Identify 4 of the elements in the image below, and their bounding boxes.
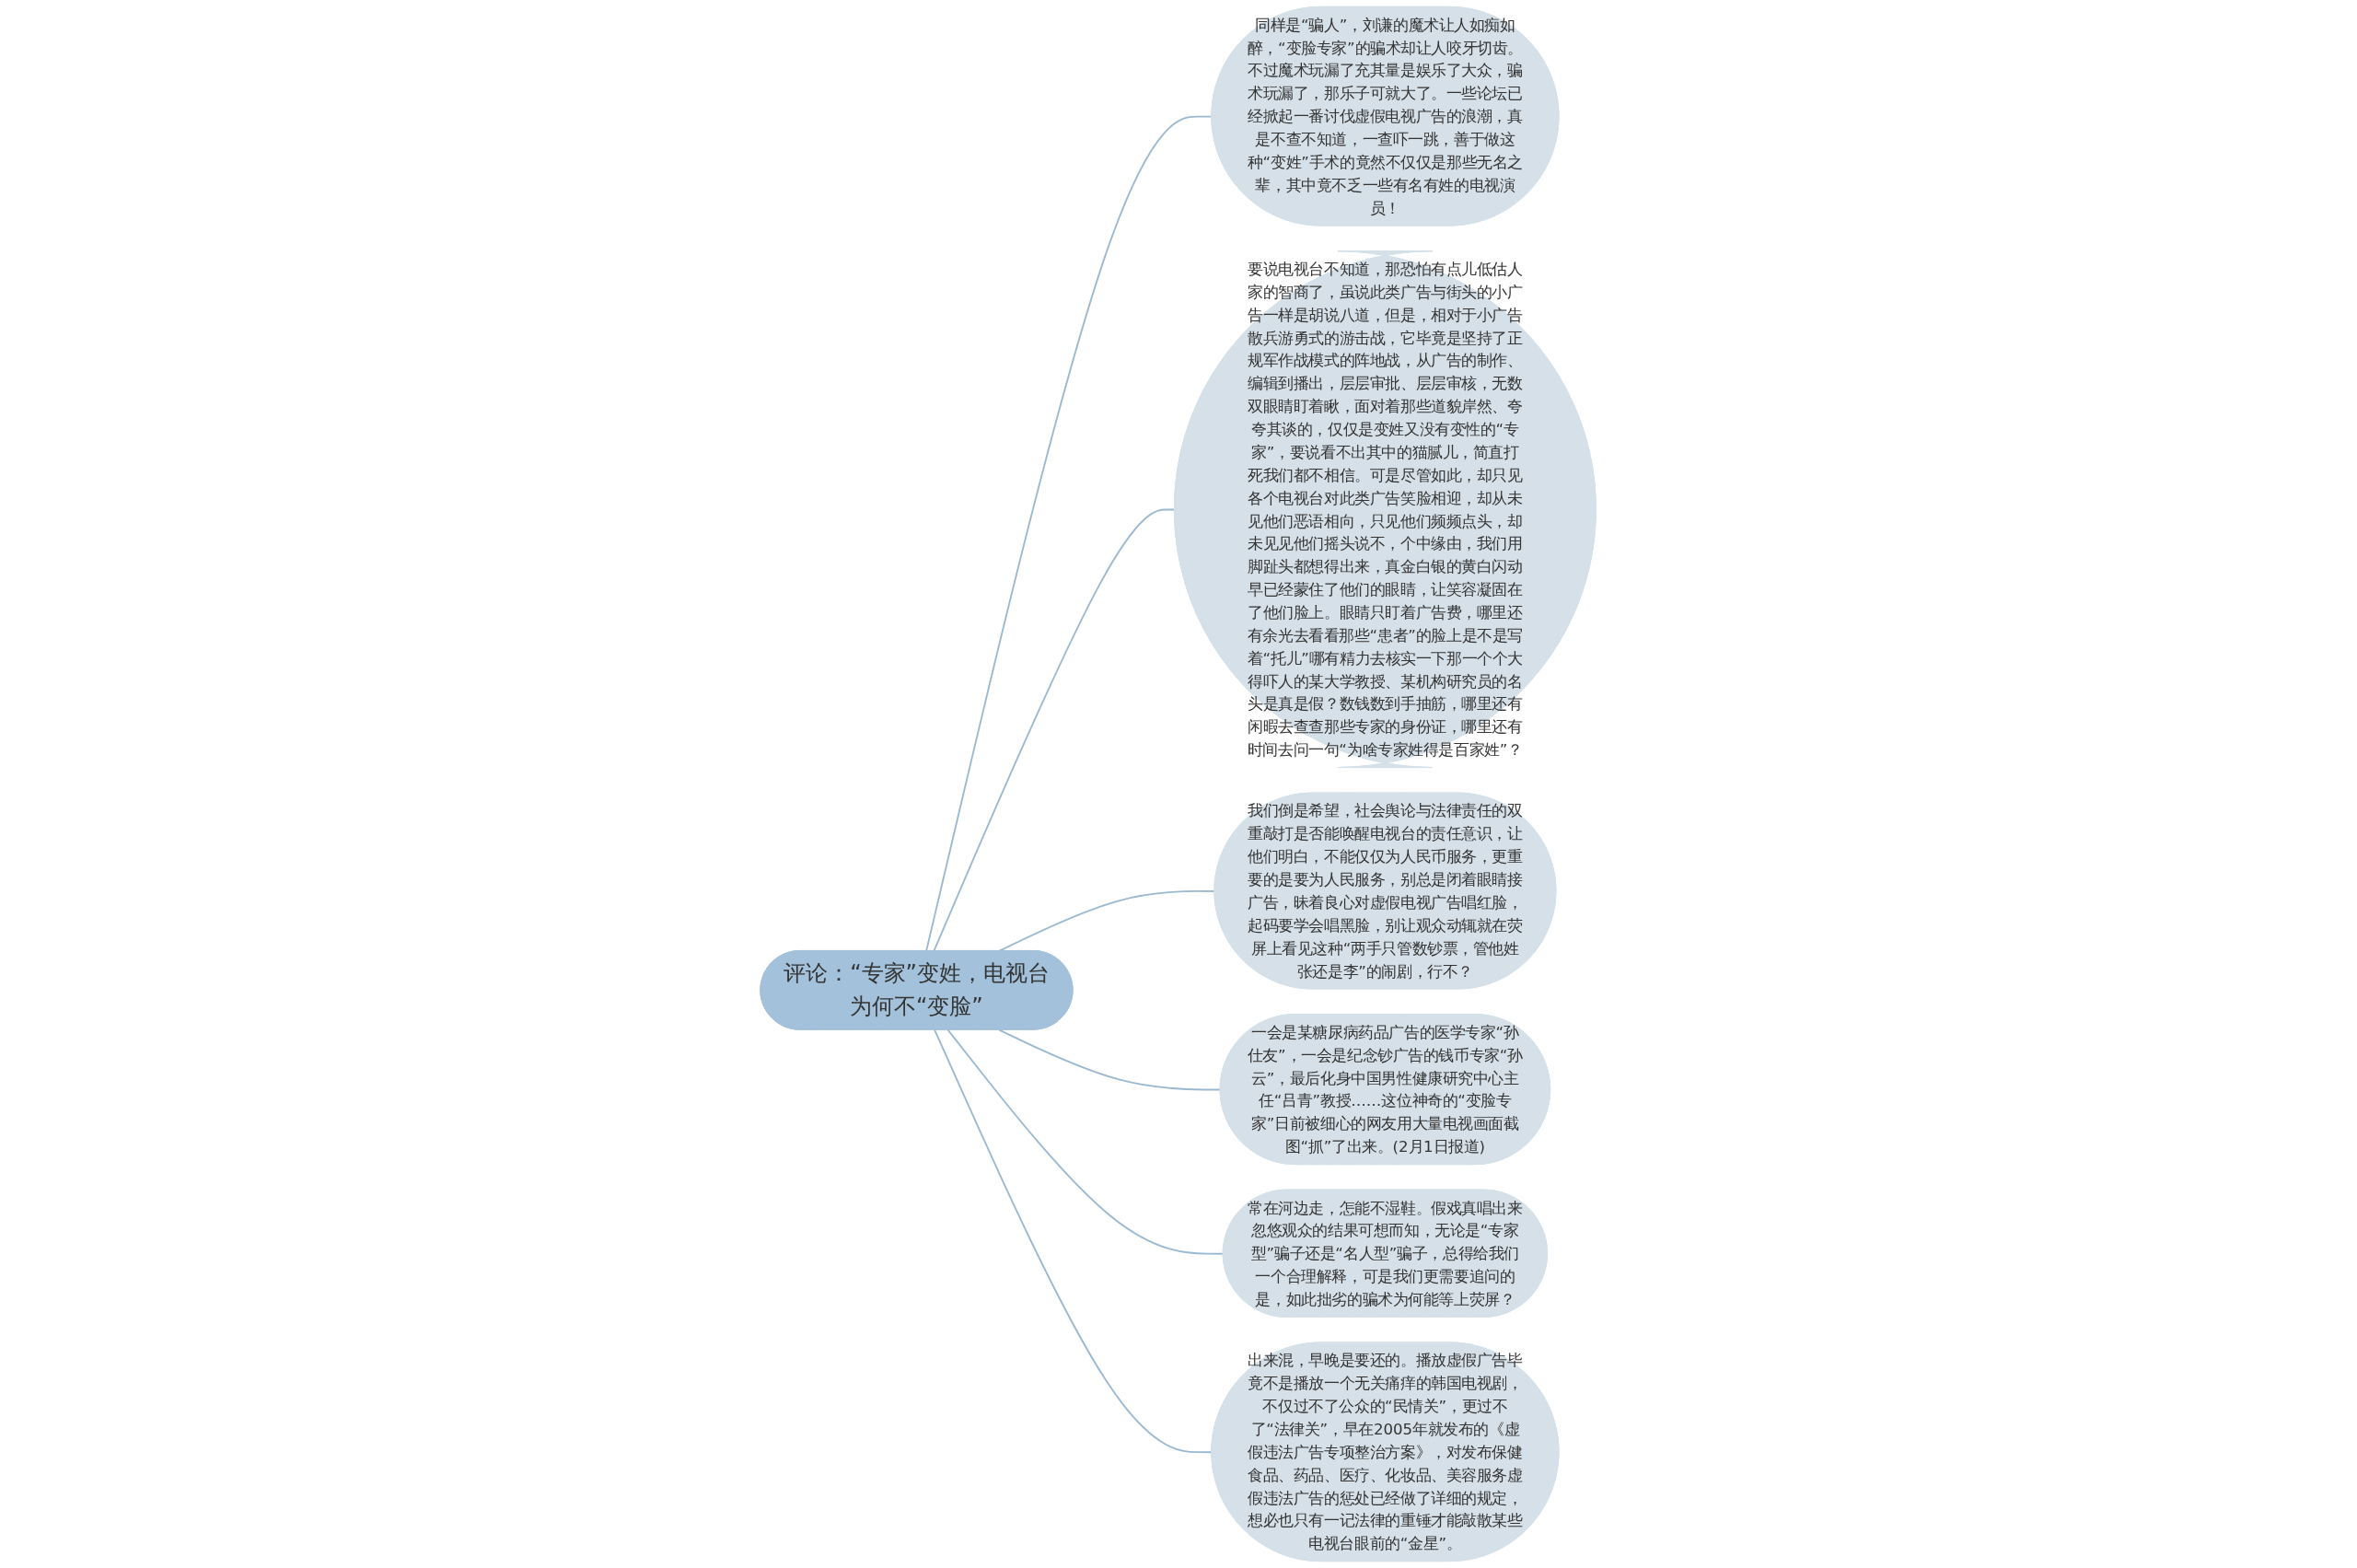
connector — [934, 1028, 1213, 1454]
connector — [998, 890, 1216, 952]
connector — [998, 1028, 1222, 1091]
connector — [925, 115, 1213, 952]
